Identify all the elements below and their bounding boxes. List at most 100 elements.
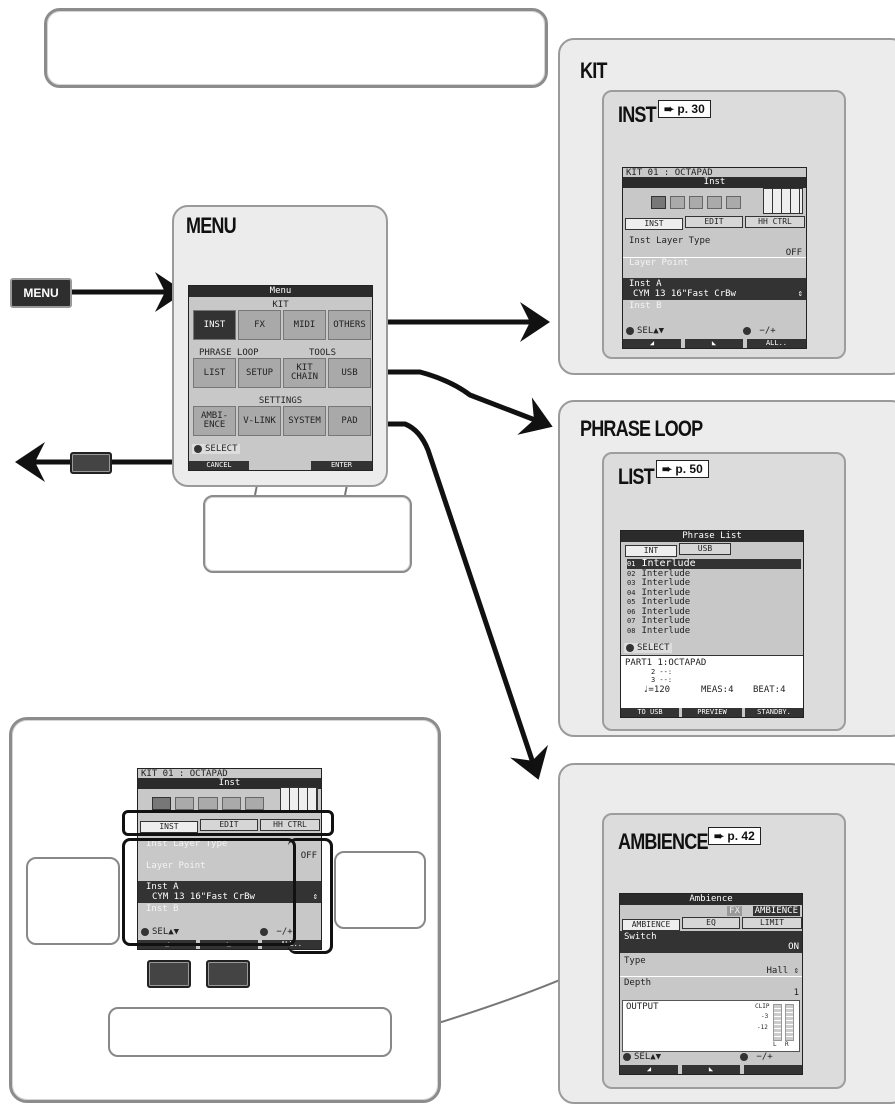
function-button-left[interactable] xyxy=(147,960,191,988)
caption-box-bottom xyxy=(108,1007,392,1057)
row1-value[interactable]: OFF xyxy=(785,248,802,258)
phrase-info: PART1 1:OCTAPAD 2 --: 3 --: ♩=120 MEAS:4… xyxy=(621,655,803,708)
tab-inst[interactable]: INST xyxy=(140,821,198,833)
menu-hardware-button[interactable]: MENU xyxy=(10,278,72,308)
type-value[interactable]: Hall ⇕ xyxy=(766,966,799,976)
phrase-number: 08 xyxy=(627,626,636,635)
menu-btn-midi[interactable]: MIDI xyxy=(283,310,326,340)
row3-selected[interactable]: Inst A CYM 13 16"Fast CrBw ⇕ xyxy=(623,278,806,300)
arrow-right-icon: ➨ xyxy=(662,462,676,476)
menu-btn-system[interactable]: SYSTEM xyxy=(283,406,326,436)
meter-l-label: L xyxy=(773,1041,777,1048)
caption-box-menu xyxy=(203,495,412,573)
sel-label: SEL xyxy=(637,326,654,336)
ambience-panel: AMBIENCE ➨ p. 42 Ambience FX AMBIENCE AM… xyxy=(558,763,895,1104)
depth-label: Depth xyxy=(624,978,652,988)
ambience-subpanel: AMBIENCE ➨ p. 42 Ambience FX AMBIENCE AM… xyxy=(602,813,846,1089)
page-ref-ambience[interactable]: ➨ p. 42 xyxy=(708,827,761,845)
meter-l xyxy=(773,1004,782,1041)
part1-line: PART1 1:OCTAPAD xyxy=(625,658,707,668)
cancel-key[interactable]: CANCEL xyxy=(189,461,249,470)
fkey-3[interactable]: ALL.. xyxy=(747,339,806,348)
fkey-2[interactable]: ◣ xyxy=(682,1065,740,1074)
menu-btn-setup[interactable]: SETUP xyxy=(238,358,281,388)
phrase-number: 02 xyxy=(627,569,636,578)
switch-label: Switch xyxy=(624,932,657,942)
menu-btn-fx[interactable]: FX xyxy=(238,310,281,340)
menu-btn-v-link[interactable]: V-LINK xyxy=(238,406,281,436)
fkey-standby[interactable]: STANDBY. xyxy=(745,708,803,717)
arrow-right-icon: ➨ xyxy=(664,102,678,116)
tab-limit[interactable]: LIMIT xyxy=(742,917,802,929)
phrase-name: Interlude xyxy=(641,597,691,607)
tab-int[interactable]: INT xyxy=(625,545,677,557)
layer-icon xyxy=(244,797,265,810)
menu-btn-others[interactable]: OTHERS xyxy=(328,310,371,340)
function-button-right[interactable] xyxy=(206,960,250,988)
kit-line: KIT 01 : OCTAPAD xyxy=(141,769,228,779)
tools-header: TOOLS xyxy=(309,348,337,358)
tab-inst[interactable]: INST xyxy=(625,218,683,230)
layer-icon xyxy=(726,196,741,209)
page-ref-inst[interactable]: ➨ p. 30 xyxy=(658,100,711,118)
menu-btn-list[interactable]: LIST xyxy=(193,358,236,388)
kit-line: KIT 01 : OCTAPAD xyxy=(626,168,713,178)
fkey-1[interactable]: ◢ xyxy=(623,339,681,348)
pad-grid-icon xyxy=(280,787,318,811)
menu-btn-usb[interactable]: USB xyxy=(328,358,371,388)
menu-btn-inst[interactable]: INST xyxy=(193,310,236,340)
menu-btn-pad[interactable]: PAD xyxy=(328,406,371,436)
row3-selected[interactable]: Inst A CYM 13 16"Fast CrBw ⇕ xyxy=(138,881,321,903)
value-hint: −/+ xyxy=(743,326,776,336)
row3-label: Inst A xyxy=(146,882,179,892)
pad-grid-icon xyxy=(763,188,803,214)
tab-hh-ctrl[interactable]: HH CTRL xyxy=(745,216,805,228)
layer-icon xyxy=(688,196,704,209)
knob-icon xyxy=(740,1052,748,1061)
tag-fx: FX xyxy=(727,906,742,916)
phrase-number: 01 xyxy=(627,560,636,568)
caption-box-top xyxy=(44,8,548,88)
fkey-3[interactable] xyxy=(744,1065,802,1074)
ambience-screen-title: Ambience xyxy=(620,894,802,905)
inst-subpanel-title: INST xyxy=(618,102,657,127)
switch-row[interactable]: Switch ON xyxy=(620,931,802,953)
menu-btn-kit-chain[interactable]: KIT CHAIN xyxy=(283,358,326,388)
select-hint: SELECT xyxy=(624,643,672,653)
menu-btn-ambience[interactable]: AMBI-ENCE xyxy=(193,406,236,436)
tab-ambience[interactable]: AMBIENCE xyxy=(622,919,680,931)
tab-edit[interactable]: EDIT xyxy=(685,216,743,228)
layer-icon xyxy=(707,196,723,209)
fkey-1[interactable]: ◢ xyxy=(620,1065,678,1074)
tab-hh-ctrl[interactable]: HH CTRL xyxy=(260,819,320,831)
row1-value[interactable]: OFF xyxy=(300,851,317,861)
enter-key[interactable]: ENTER xyxy=(311,461,372,470)
menu-panel: MENU Menu KIT INST FX MIDI OTHERS PHRASE… xyxy=(172,205,388,487)
page-ref-list[interactable]: ➨ p. 50 xyxy=(656,460,709,478)
meter-clip-label: CLIP xyxy=(755,1003,770,1010)
fkey-2[interactable]: ◣ xyxy=(685,339,743,348)
tab-usb[interactable]: USB xyxy=(679,543,731,555)
knob-icon xyxy=(260,927,268,936)
meter-3-label: -3 xyxy=(761,1013,769,1020)
exit-hardware-button[interactable] xyxy=(70,452,112,474)
tab-edit[interactable]: EDIT xyxy=(200,819,258,831)
phrase-screen-title: Phrase List xyxy=(621,531,803,542)
tab-eq[interactable]: EQ xyxy=(682,917,740,929)
kit-panel-title: KIT xyxy=(580,58,607,83)
phrase-name: Interlude xyxy=(641,578,691,588)
page-ref-label: p. 30 xyxy=(677,102,705,116)
fkey-to-usb[interactable]: TO USB xyxy=(621,708,679,717)
fkey-preview[interactable]: PREVIEW xyxy=(682,708,742,717)
depth-value[interactable]: 1 xyxy=(793,988,799,998)
inst-layer-icons xyxy=(651,196,741,209)
